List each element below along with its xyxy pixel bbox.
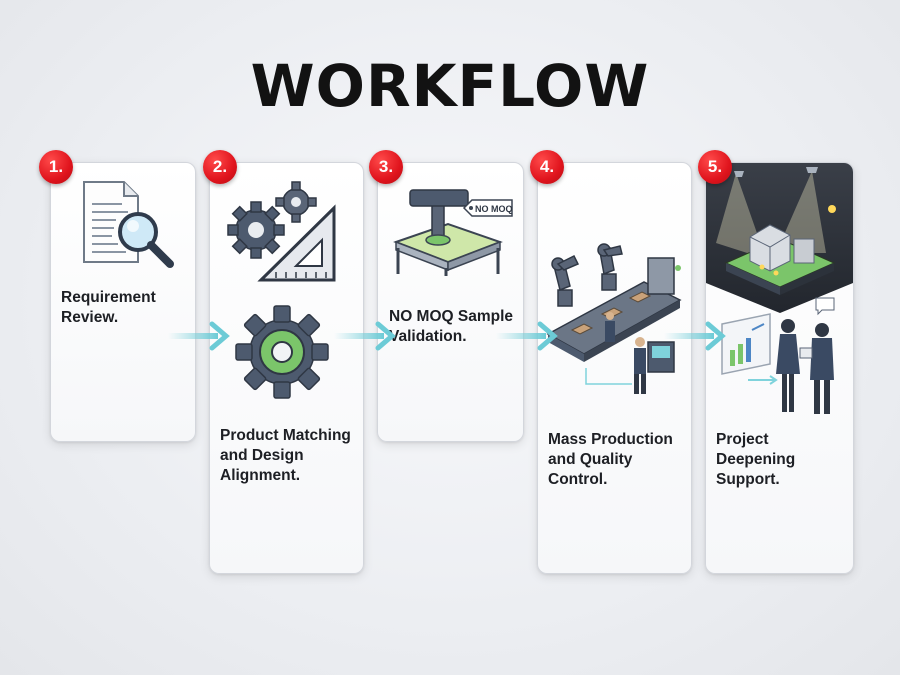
step-label-line: and Design — [220, 447, 304, 464]
document-magnifier-icon — [83, 181, 174, 268]
step-label-2: Product Matching and Design Alignment. — [220, 426, 351, 486]
gears-ruler-icon — [227, 181, 336, 282]
flow-arrow-2-to-3 — [334, 321, 396, 351]
step-label-line: Product Matching — [220, 427, 351, 444]
step-label-line: Project — [716, 431, 769, 448]
sample-press-icon: NO MOQ — [393, 189, 513, 276]
page-title: WORKFLOW — [250, 52, 650, 120]
step-label-line: Alignment. — [220, 467, 301, 484]
step-label-line: and Quality — [548, 451, 633, 468]
step-label-line: Deepening — [716, 451, 796, 468]
business-meeting-icon — [721, 297, 835, 414]
step-label-4: Mass Production and Quality Control. — [548, 430, 673, 490]
step-number-badge-2: 2. — [203, 150, 237, 184]
lit-showroom-icon — [706, 163, 853, 313]
step-label-line: Mass Production — [548, 431, 673, 448]
step-label-line: Requirement — [61, 289, 156, 306]
flow-arrow-4-to-5 — [664, 321, 726, 351]
robot-assembly-line-icon — [546, 243, 682, 394]
step-number-badge-3: 3. — [369, 150, 403, 184]
gear-icon — [235, 305, 329, 399]
step-label-5: Project Deepening Support. — [716, 430, 795, 490]
no-moq-tag: NO MOQ — [475, 204, 513, 214]
flow-arrow-3-to-4 — [496, 321, 558, 351]
step-label-1: Requirement Review. — [61, 288, 156, 328]
step-label-line: Validation. — [389, 328, 467, 345]
step-number-badge-5: 5. — [698, 150, 732, 184]
step-label-line: Review. — [61, 309, 119, 326]
step-label-3: NO MOQ Sample Validation. — [389, 307, 513, 347]
step-number-badge-1: 1. — [39, 150, 73, 184]
step-label-line: Control. — [548, 471, 608, 488]
step-label-line: NO MOQ Sample — [389, 308, 514, 325]
step-number-badge-4: 4. — [530, 150, 564, 184]
flow-arrow-1-to-2 — [168, 321, 230, 351]
step-label-line: Support. — [716, 471, 780, 488]
